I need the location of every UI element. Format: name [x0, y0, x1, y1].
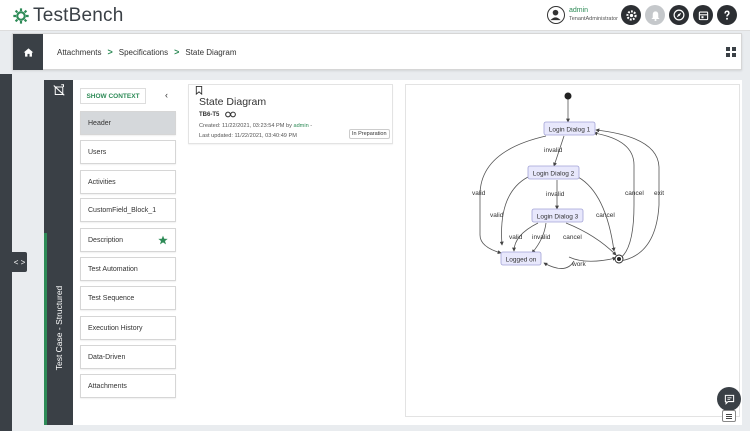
nav-item-label: Test Sequence — [88, 294, 135, 302]
main-content: State Diagram TB6-T5 Created: 11/22/2021… — [183, 80, 742, 425]
created-by-link[interactable]: admin — [293, 123, 309, 129]
item-info-card: State Diagram TB6-T5 Created: 11/22/2021… — [188, 84, 393, 144]
edge-label-invalid-1: invalid — [544, 147, 563, 154]
nav-item-label: Header — [88, 119, 111, 127]
breadcrumb-item-attachments[interactable]: Attachments — [57, 47, 102, 57]
calendar-icon[interactable] — [693, 5, 713, 25]
user-name: admin — [569, 7, 589, 14]
nav-item-label: Activities — [88, 178, 116, 186]
item-id: TB6-T5 — [199, 111, 220, 118]
breadcrumb-bar: Attachments > Specifications > State Dia… — [12, 33, 742, 70]
breadcrumb: Attachments > Specifications > State Dia… — [57, 47, 237, 57]
gear-icon[interactable] — [621, 5, 641, 25]
nav-item-activities[interactable]: Activities — [80, 170, 176, 194]
nav-item-test-automation[interactable]: Test Automation — [80, 257, 176, 281]
edge-label-cancel-3: cancel — [563, 234, 582, 241]
created-suffix: - — [310, 123, 313, 129]
state-diagram-card: Login Dialog 1 Login Dialog 2 Login Dial… — [405, 84, 740, 417]
expand-collapse-button[interactable]: < > — [12, 252, 27, 272]
bookmark-icon[interactable] — [195, 86, 203, 95]
nav-item-label: Attachments — [88, 382, 127, 390]
edge-label-work: work — [571, 261, 586, 268]
updated-info: Last updated: 11/22/2021, 03:40:49 PM — [199, 133, 297, 139]
svg-text:Login Dialog 1: Login Dialog 1 — [549, 127, 591, 134]
home-button[interactable] — [13, 34, 43, 70]
created-info: Created: 11/22/2021, 03:23:54 PM by admi… — [199, 123, 312, 129]
user-avatar-icon — [547, 6, 565, 24]
created-text: Created: 11/22/2021, 03:23:54 PM by — [199, 123, 292, 129]
nav-item-label: Description — [88, 236, 124, 244]
bell-icon[interactable] — [645, 5, 665, 25]
nav-item-label: CustomField_Block_1 — [88, 206, 157, 214]
edge-label-valid-2: valid — [490, 212, 504, 219]
nav-item-customfield-block[interactable]: CustomField_Block_1 — [80, 198, 176, 222]
svg-text:Login Dialog 2: Login Dialog 2 — [533, 171, 575, 178]
user-role: TenantAdministrator — [569, 16, 618, 22]
svg-text:Login Dialog 3: Login Dialog 3 — [537, 214, 579, 221]
status-badge: In Preparation — [349, 129, 390, 139]
svg-text:Logged on: Logged on — [506, 257, 537, 264]
start-state-marker — [564, 92, 572, 100]
link-icon[interactable] — [225, 111, 237, 118]
nav-item-data-driven[interactable]: Data-Driven — [80, 345, 176, 369]
show-context-button[interactable]: SHOW CONTEXT — [80, 88, 146, 104]
nav-item-header[interactable]: Header — [80, 111, 176, 135]
help-icon[interactable] — [717, 5, 737, 25]
code-brackets-icon: < > — [13, 257, 26, 267]
nav-item-label: Test Automation — [88, 265, 138, 273]
testbench-logo-icon — [13, 8, 29, 24]
item-title: State Diagram — [199, 96, 267, 108]
chat-button[interactable] — [717, 387, 741, 411]
breadcrumb-item-specifications[interactable]: Specifications — [118, 47, 169, 57]
state-logged-on[interactable]: Logged on — [500, 251, 542, 266]
nav-item-attachments[interactable]: Attachments — [80, 374, 176, 398]
chevron-right-icon: > — [174, 47, 180, 57]
edge-label-valid-1: valid — [472, 190, 486, 197]
item-id-row: TB6-T5 — [199, 111, 237, 118]
chevron-right-icon: > — [107, 47, 113, 57]
accent-bar — [44, 233, 47, 425]
state-login-dialog-1[interactable]: Login Dialog 1 — [543, 121, 596, 136]
state-login-dialog-3[interactable]: Login Dialog 3 — [531, 208, 584, 223]
section-nav: SHOW CONTEXT ‹ Header Users Activities C… — [73, 80, 183, 425]
top-bar: TestBench admin TenantAdministrator — [0, 0, 750, 31]
left-rail — [0, 74, 12, 431]
hamburger-menu-icon[interactable] — [722, 410, 736, 422]
edge-label-invalid-2: invalid — [546, 191, 565, 198]
context-off-icon[interactable] — [53, 84, 65, 98]
item-type-label: Test Case - Structured — [53, 285, 64, 371]
nav-item-users[interactable]: Users — [80, 140, 176, 164]
nav-item-description[interactable]: Description — [80, 228, 176, 252]
edge-label-invalid-3: invalid — [532, 234, 551, 241]
item-type-strip: Test Case - Structured — [44, 80, 73, 425]
chat-icon — [724, 394, 734, 405]
edge-label-valid-3: valid — [509, 234, 523, 241]
nav-item-label: Execution History — [88, 324, 143, 332]
star-icon — [158, 235, 168, 245]
final-state-marker — [614, 254, 624, 264]
edge-label-exit: exit — [654, 190, 664, 197]
nav-item-label: Data-Driven — [88, 353, 126, 361]
breadcrumb-item-current: State Diagram — [185, 47, 237, 57]
chevron-left-icon[interactable]: ‹ — [165, 90, 168, 100]
app-name: TestBench — [33, 5, 124, 26]
nav-item-execution-history[interactable]: Execution History — [80, 316, 176, 340]
app-logo[interactable]: TestBench — [12, 5, 124, 27]
edge-label-cancel-2: cancel — [596, 212, 615, 219]
user-menu[interactable]: admin TenantAdministrator — [547, 6, 618, 24]
state-diagram: Login Dialog 1 Login Dialog 2 Login Dial… — [472, 92, 664, 269]
layout-grid-icon[interactable] — [726, 47, 736, 59]
state-login-dialog-2[interactable]: Login Dialog 2 — [527, 165, 580, 180]
nav-item-test-sequence[interactable]: Test Sequence — [80, 286, 176, 310]
edge-label-cancel-1: cancel — [625, 190, 644, 197]
compass-icon[interactable] — [669, 5, 689, 25]
nav-item-label: Users — [88, 148, 107, 156]
home-icon — [23, 47, 33, 57]
